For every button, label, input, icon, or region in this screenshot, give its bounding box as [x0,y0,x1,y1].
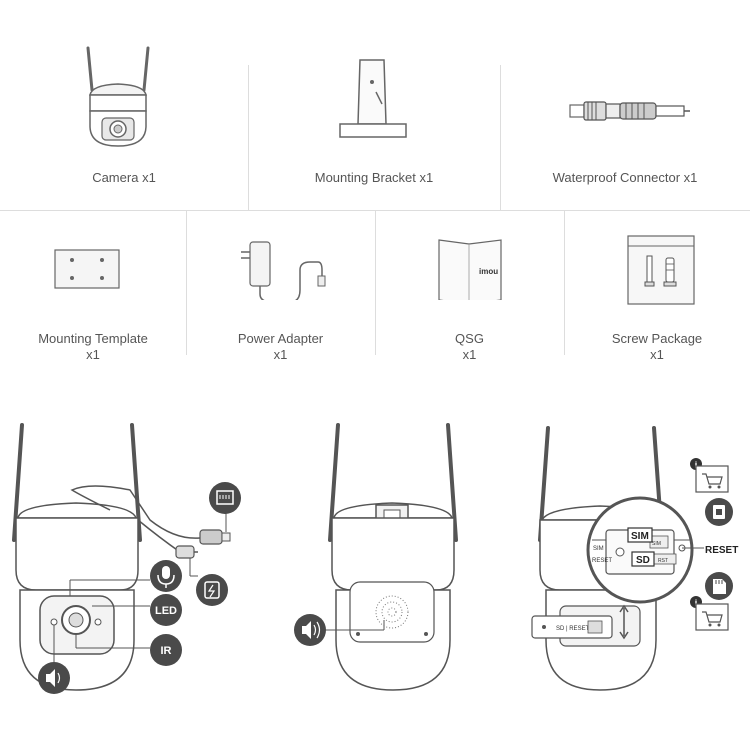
camera-diagrams: LED IR [12,423,738,694]
item-qty: x1 [650,347,664,362]
screw-package-illustration [627,235,695,305]
qsg-logo: imou [479,267,498,276]
item-power-adapter: Power Adapter x1 [186,210,375,362]
power-adapter-illustration [241,241,326,300]
camera-illustration [86,46,150,147]
divider-r1-c1 [248,65,249,210]
sd-card-icon [705,572,733,600]
mounting-bracket-illustration [339,59,407,138]
sim-card-icon [705,498,733,526]
item-qty: x1 [273,347,288,362]
speaker-icon [38,662,70,694]
item-camera: Camera x1 [0,0,248,210]
svg-text:IR: IR [161,645,172,657]
item-mounting-bracket: Mounting Bracket x1 [248,0,500,210]
cart-icon [695,603,729,631]
item-screw-package: Screw Package x1 [564,210,750,362]
sd-slot-callout: SD [631,551,655,567]
item-name: Screw Package [611,331,703,346]
svg-text:RESET: RESET [705,545,738,556]
svg-text:SIM: SIM [652,541,661,547]
item-name: Power Adapter [237,331,324,346]
waterproof-connector-illustration [569,101,690,121]
microphone-icon [150,560,182,592]
power-plug-icon [196,574,228,606]
svg-text:RST: RST [658,558,668,564]
ethernet-port-icon [209,482,241,514]
item-waterproof-connector: Waterproof Connector x1 [500,0,750,210]
item-mounting-template: Mounting Template x1 [0,210,186,362]
svg-text:SD: SD [636,555,650,566]
item-qty: x1 [462,347,477,362]
speaker-icon [294,614,326,646]
reset-label-small: RESET [592,558,612,564]
svg-text:i: i [695,598,698,608]
divider-r1-c2 [500,65,501,210]
camera-side-view: SD | RESET SIM RESET SIM RST [531,426,704,691]
mounting-template-illustration [54,249,120,289]
item-name: QSG [455,331,484,346]
slot-label: SD | RESET [556,626,590,632]
item-name: Mounting Template [38,331,148,346]
cart-icon [695,465,729,493]
item-name: Camera x1 [92,170,156,185]
divider-r2-c1 [186,210,187,355]
item-qsg: imou QSG x1 [375,210,564,362]
divider-r2-c2 [375,210,376,355]
svg-text:SIM: SIM [631,531,649,542]
item-name: Waterproof Connector x1 [552,170,698,185]
svg-text:LED: LED [155,605,177,617]
item-name: Mounting Bracket x1 [314,170,434,185]
sim-label-small: SIM [593,546,604,552]
svg-text:i: i [695,460,698,470]
qsg-illustration: imou [438,239,502,300]
camera-front-view [12,423,231,691]
sim-slot-callout: SIM [627,527,653,543]
camera-rear-view [324,423,458,691]
ir-callout: IR [150,634,182,666]
reset-callout: RESET [705,545,738,556]
divider-r2-c3 [564,210,565,355]
led-callout: LED [150,594,182,626]
item-qty: x1 [86,347,100,362]
